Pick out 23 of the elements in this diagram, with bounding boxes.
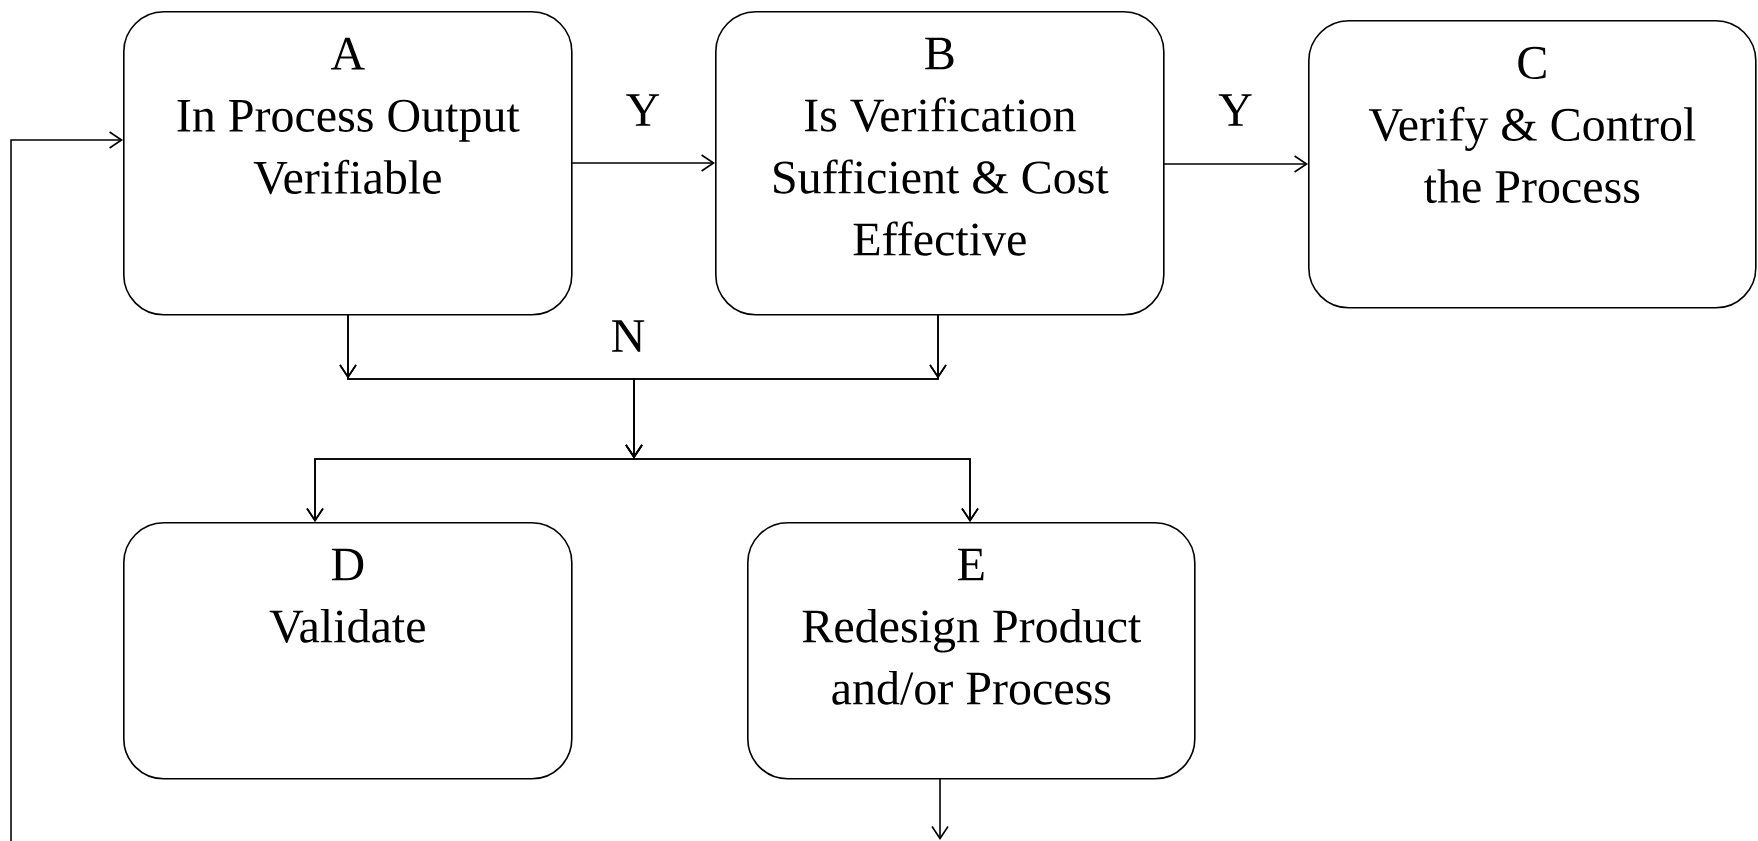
process-box <box>123 522 573 780</box>
process-box <box>715 11 1165 316</box>
process-box <box>123 11 573 316</box>
box-text: Validate <box>269 608 425 643</box>
arrow <box>931 777 949 840</box>
arrow <box>570 154 715 172</box>
edge-label: N <box>608 318 648 354</box>
arrow <box>625 313 979 522</box>
box-text: Is Verification Sufficient & Cost Effective <box>774 97 1109 256</box>
box-text: In Process Output Verifiable <box>177 99 520 195</box>
box-text: Redesign Product and/or Process <box>802 608 1142 705</box>
arrow <box>1162 155 1308 173</box>
process-box <box>1308 20 1757 309</box>
edge-label: Y <box>623 92 663 128</box>
process-box <box>747 522 1196 780</box>
box-letter: A <box>330 37 365 70</box>
box-letter: B <box>925 37 954 70</box>
box-text: Verify & Control the Process <box>1368 106 1696 204</box>
arrow <box>10 131 123 841</box>
box-letter: D <box>331 548 364 581</box>
box-letter: E <box>958 548 984 581</box>
edge-label: Y <box>1216 92 1255 128</box>
box-letter: C <box>1518 46 1546 80</box>
